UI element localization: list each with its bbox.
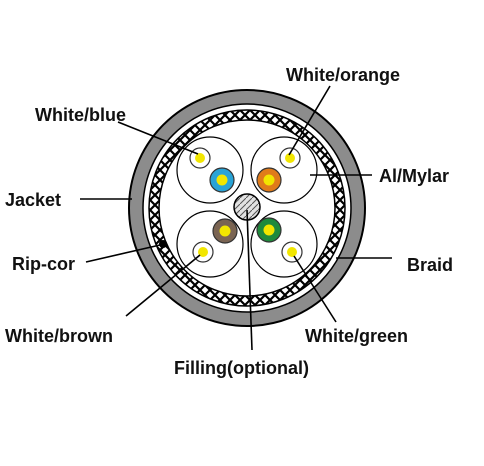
label-rip-cord: Rip-cor (12, 254, 75, 274)
rip-cord (159, 240, 167, 248)
label-al-mylar: Al/Mylar (379, 166, 449, 186)
leader-filling (246, 209, 253, 351)
leader-white-blue (117, 121, 199, 155)
label-braid: Braid (407, 255, 453, 275)
pair-blue (189, 147, 235, 193)
leader-white-orange (288, 85, 331, 156)
label-white-blue: White/blue (35, 105, 126, 125)
label-jacket: Jacket (5, 190, 61, 210)
label-filling: Filling(optional) (174, 358, 309, 378)
pair-green (256, 217, 303, 263)
label-white-green: White/green (305, 326, 408, 346)
pair-brown (192, 218, 238, 263)
pair-shield-brown (176, 210, 244, 278)
pair-shield-blue (176, 136, 244, 204)
pair-shield-orange (250, 136, 318, 204)
label-white-orange: White/orange (286, 65, 400, 85)
leader-lines (80, 85, 392, 351)
leader-rip-cord (85, 244, 161, 263)
pair-orange (256, 147, 301, 193)
label-white-brown: White/brown (5, 326, 113, 346)
leader-white-brown (125, 254, 201, 317)
leader-white-green (293, 255, 337, 323)
